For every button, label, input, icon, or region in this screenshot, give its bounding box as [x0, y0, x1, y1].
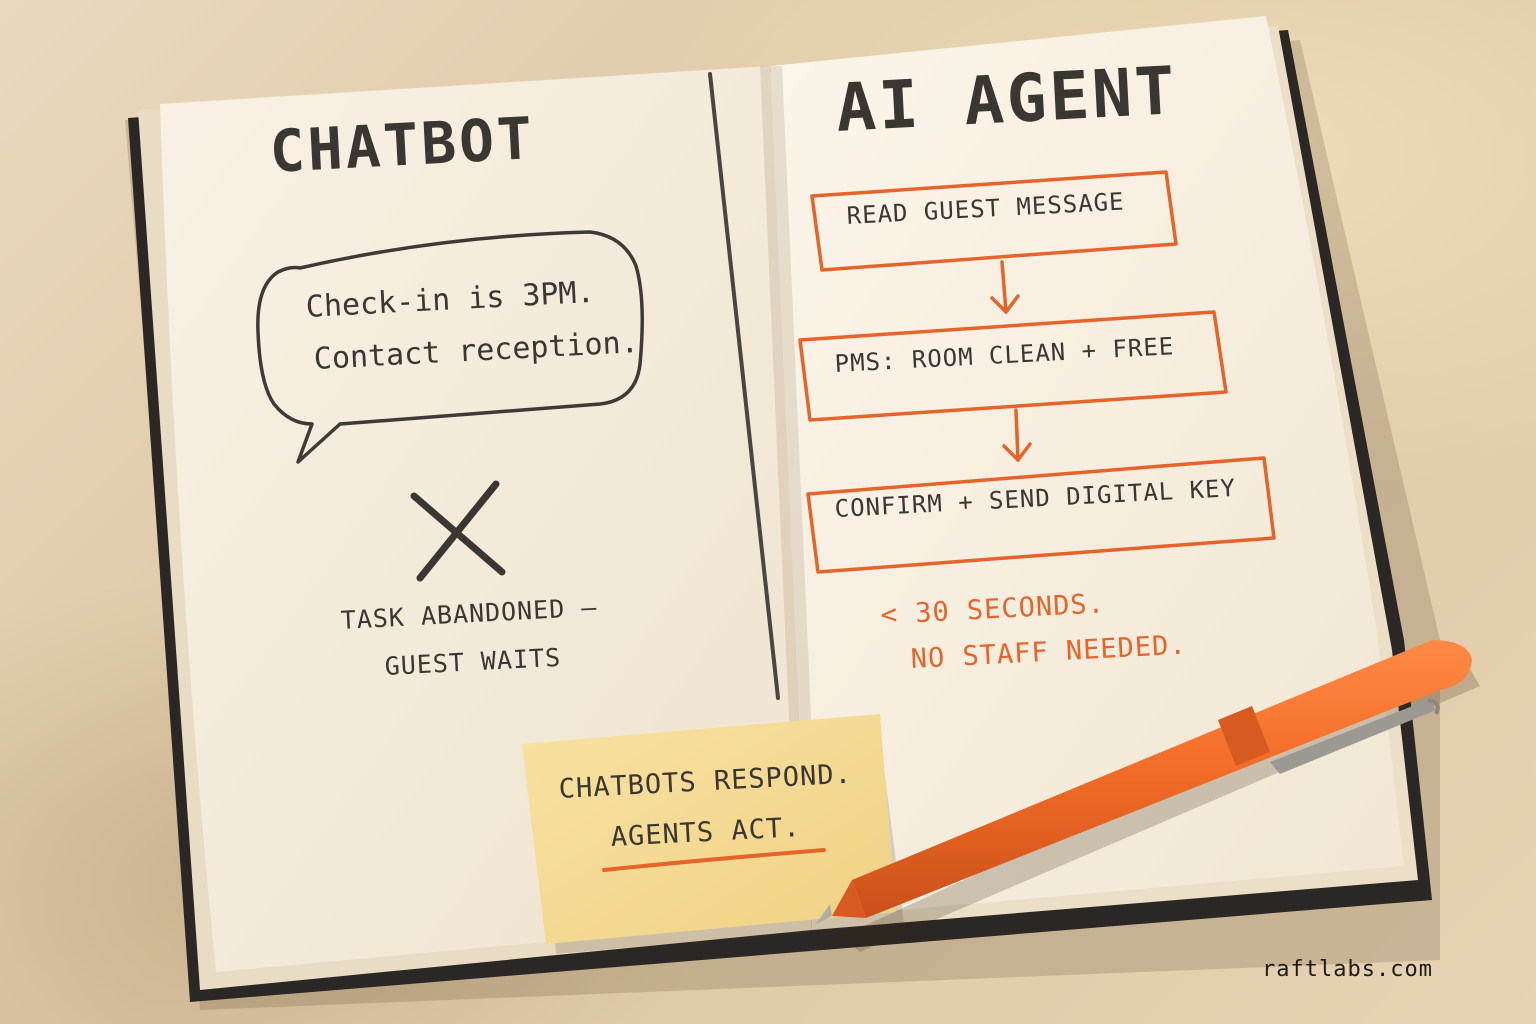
x-mark-icon	[410, 480, 506, 582]
right-page	[770, 16, 1404, 918]
pen-icon	[816, 640, 1480, 952]
flow-box-3	[806, 456, 1276, 574]
divider-line	[708, 72, 780, 700]
sticky-note	[522, 714, 904, 954]
watermark: raftlabs.com	[1262, 957, 1433, 982]
flow-box-1	[810, 170, 1178, 272]
note-underline	[602, 848, 826, 872]
flow-box-2	[798, 310, 1228, 422]
arrow-down-icon	[990, 260, 1032, 462]
speech-bubble	[256, 230, 644, 464]
chatbot-title: CHATBOT	[268, 104, 537, 186]
